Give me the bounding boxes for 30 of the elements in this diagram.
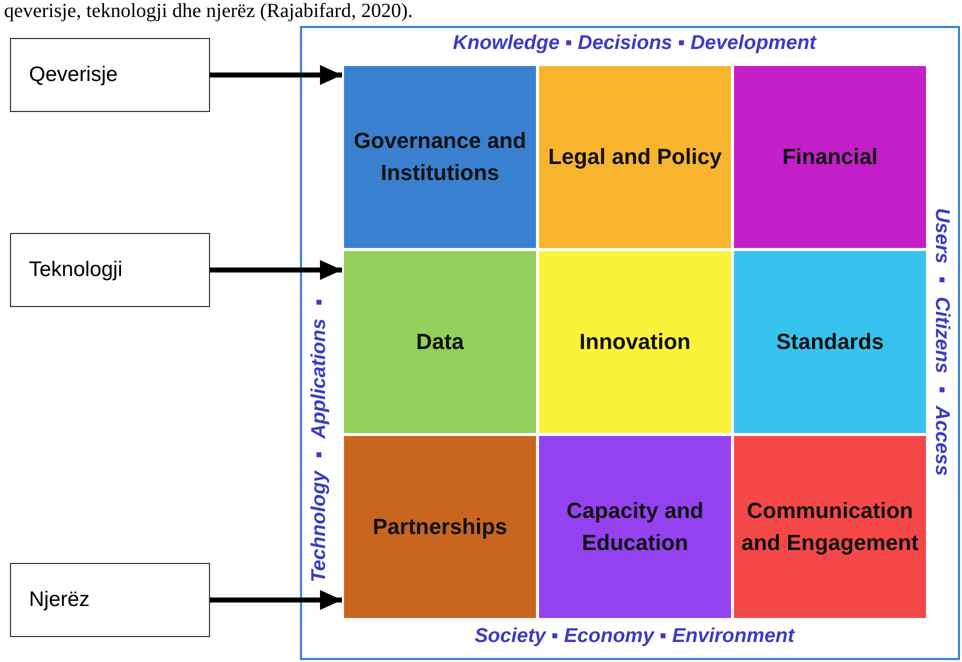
- puzzle-piece: [342, 434, 538, 620]
- piece-label: Standards: [775, 328, 885, 356]
- piece-label: Financial: [781, 143, 879, 172]
- label-box: Teknologji: [10, 233, 210, 307]
- piece-label: Data: [415, 328, 465, 356]
- piece-label: Governance and Institutions: [352, 127, 528, 187]
- puzzle-piece: [342, 249, 538, 435]
- arrow: [210, 260, 342, 280]
- caption-text: qeverisje, teknologji dhe njerëz (Rajabifard, 2020).: [4, 0, 413, 23]
- puzzle-piece: [732, 64, 928, 250]
- puzzle-piece: [537, 64, 733, 250]
- piece-label: Capacity and Education: [566, 497, 704, 557]
- side-label: Technology ▪ Applications ▪: [308, 291, 331, 583]
- arrow: [210, 65, 342, 85]
- puzzle-piece: [732, 249, 928, 435]
- side-label: Knowledge ▪ Decisions ▪ Development: [452, 32, 818, 55]
- side-label: Users ▪ Citizens ▪ Access: [930, 206, 953, 478]
- piece-label: Partnerships: [372, 513, 508, 542]
- arrow: [210, 590, 342, 610]
- puzzle-piece: [732, 434, 928, 620]
- piece-label: Communication and Engagement: [740, 497, 920, 557]
- framed-panel: [300, 26, 960, 660]
- label-box: Qeverisje: [10, 38, 210, 112]
- puzzle-piece: [537, 249, 733, 435]
- side-label: Society ▪ Economy ▪ Environment: [474, 625, 796, 648]
- piece-label: Legal and Policy: [547, 143, 723, 172]
- puzzle-piece: [342, 64, 538, 250]
- piece-label: Innovation: [578, 328, 692, 356]
- label-box: Njerëz: [10, 563, 210, 637]
- puzzle-piece: [537, 434, 733, 620]
